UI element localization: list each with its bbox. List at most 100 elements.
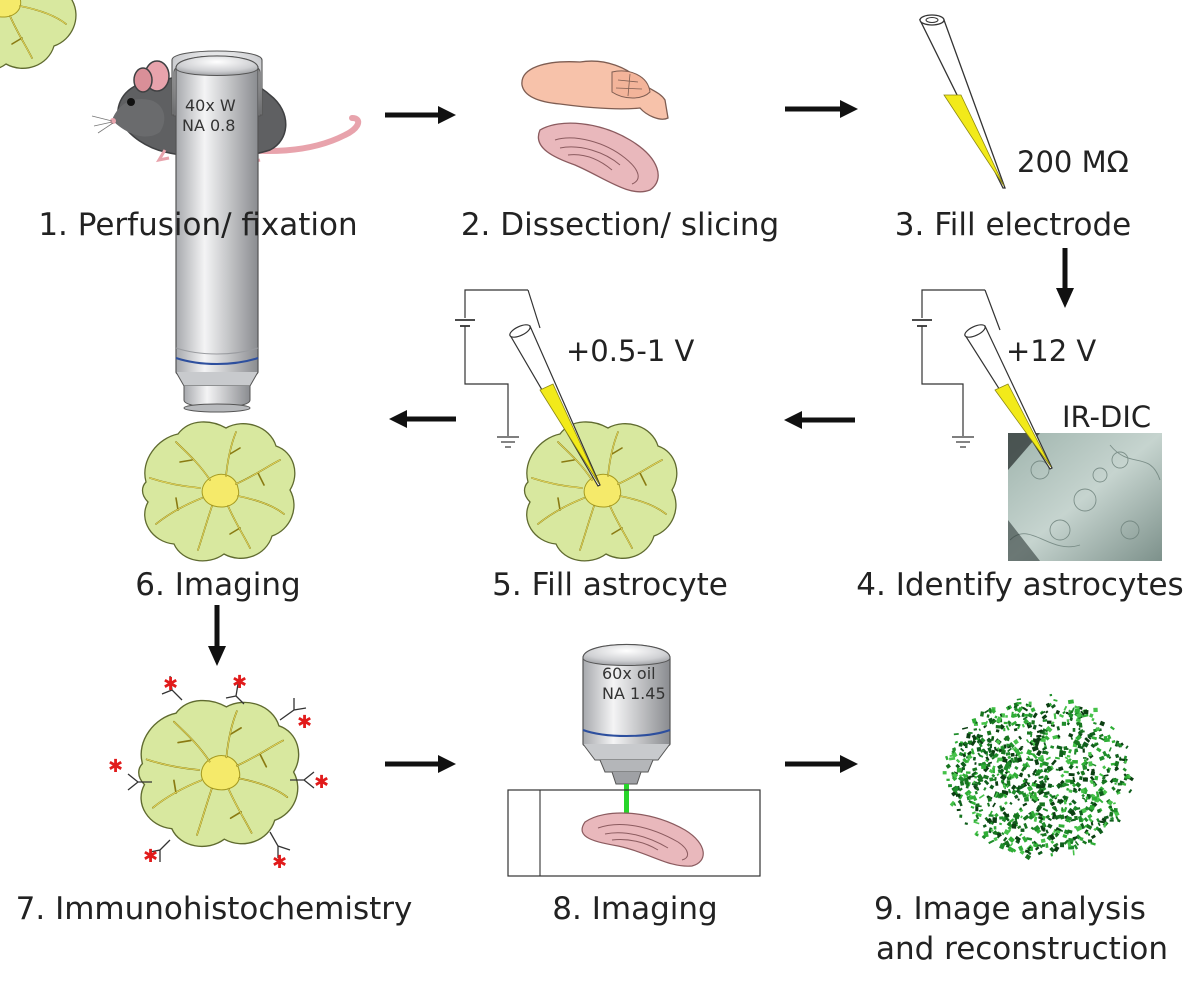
objective-60x-line2: NA 1.45 xyxy=(602,684,666,703)
reconstruction-voxel xyxy=(1073,844,1079,850)
reconstruction-voxel xyxy=(1075,734,1082,742)
reconstruction-voxel xyxy=(1045,725,1053,733)
reconstruction-voxel xyxy=(967,750,972,756)
reconstruction-voxel xyxy=(1066,818,1071,823)
reconstruction-voxel xyxy=(953,802,957,807)
reconstruction-voxel xyxy=(1084,761,1089,766)
reconstruction-voxel xyxy=(1045,756,1051,761)
reconstruction-voxel xyxy=(996,832,1002,838)
reconstruction-voxel xyxy=(967,792,972,798)
reconstruction-voxel xyxy=(1088,817,1093,823)
reconstruction-voxel xyxy=(987,747,993,754)
reconstruction-voxel xyxy=(988,707,992,714)
reconstruction-voxel xyxy=(991,773,996,778)
reconstruction-voxel xyxy=(1024,849,1030,854)
reconstruction-voxel xyxy=(1107,799,1114,806)
reconstruction-voxel xyxy=(995,716,1003,724)
reconstruction-voxel xyxy=(1114,760,1120,767)
reconstruction-voxel xyxy=(1115,753,1120,759)
reconstruction-voxel xyxy=(1041,714,1048,720)
reconstruction-voxel xyxy=(1121,782,1127,786)
reconstruction-voxel xyxy=(1026,757,1031,761)
reconstruction-voxel xyxy=(1074,705,1080,710)
reconstruction-voxel xyxy=(972,756,976,761)
reconstruction-voxel xyxy=(1110,808,1115,813)
reconstruction-voxel xyxy=(945,755,949,761)
reconstruction-voxel xyxy=(1090,821,1094,826)
reconstruction-voxel xyxy=(1045,702,1051,708)
reconstruction-voxel xyxy=(1096,747,1102,753)
reconstruction-voxel xyxy=(1082,757,1087,759)
reconstruction-voxel xyxy=(999,816,1004,820)
reconstruction-voxel xyxy=(1069,779,1075,785)
reconstruction-voxel xyxy=(1002,836,1008,842)
microscope-slide xyxy=(507,789,761,877)
reconstruction-voxel xyxy=(1075,834,1081,840)
reconstruction-voxel xyxy=(1083,759,1087,762)
reconstruction-voxel xyxy=(974,830,979,836)
reconstruction-voxel xyxy=(1116,741,1123,748)
reconstruction-voxel xyxy=(1091,717,1095,722)
reconstruction-voxel xyxy=(949,800,956,807)
reconstruction-voxel xyxy=(1051,795,1056,798)
reconstruction-voxel xyxy=(1030,790,1035,795)
reconstruction-voxel xyxy=(1087,806,1095,813)
reconstruction-voxel xyxy=(1016,706,1023,713)
reconstruction-voxel xyxy=(1032,768,1038,774)
reconstruction-voxel xyxy=(959,780,965,786)
reconstruction-voxel xyxy=(1075,765,1079,769)
reconstruction-voxel xyxy=(980,711,985,717)
reconstruction-voxel xyxy=(1038,775,1044,780)
reconstruction-voxel xyxy=(1018,772,1024,778)
reconstruction-voxel xyxy=(1016,698,1022,701)
reconstruction-voxel xyxy=(1051,805,1056,810)
step-6-label: 6. Imaging xyxy=(135,567,301,603)
reconstruction-voxel xyxy=(1089,713,1094,718)
reconstruction-voxel xyxy=(971,811,976,815)
reconstruction-voxel xyxy=(1031,720,1035,725)
reconstruction-voxel xyxy=(991,737,994,740)
reconstruction-voxel xyxy=(1021,836,1028,843)
reconstruction-voxel xyxy=(1063,799,1067,805)
reconstruction-voxel xyxy=(1018,845,1024,852)
reconstruction-voxel xyxy=(1078,722,1083,728)
reconstruction-voxel xyxy=(1080,710,1085,716)
reconstruction-voxel xyxy=(1043,768,1048,773)
step-9-label: 9. Image analysis xyxy=(874,891,1146,927)
reconstruction-voxel xyxy=(1094,775,1099,781)
reconstruction-voxel xyxy=(1023,718,1029,725)
reconstruction-voxel xyxy=(1017,825,1022,830)
arrow-5-to-6 xyxy=(389,410,456,428)
reconstruction-voxel xyxy=(1023,796,1030,802)
flow-arrows xyxy=(208,100,1074,773)
reconstruction-voxel xyxy=(958,742,963,747)
reconstruction-voxel xyxy=(1069,717,1074,722)
reconstruction-voxel xyxy=(1076,771,1081,775)
reconstruction-voxel xyxy=(1072,776,1076,783)
circuit-step4 xyxy=(912,289,1001,448)
reconstruction-voxel xyxy=(1112,777,1119,783)
reconstruction-voxel xyxy=(967,740,973,744)
reconstruction-voxel xyxy=(1093,828,1097,832)
reconstruction-voxel xyxy=(962,726,969,730)
arrow-4-to-5 xyxy=(784,411,855,429)
reconstruction-voxel xyxy=(972,780,976,785)
reconstruction-voxel xyxy=(964,822,969,826)
reconstruction-voxel xyxy=(1043,791,1050,796)
reconstruction-voxel xyxy=(1098,755,1105,761)
reconstruction-voxel xyxy=(1012,747,1014,750)
reconstruction-voxel xyxy=(1075,781,1082,788)
reconstruction-voxel xyxy=(1001,832,1005,836)
reconstruction-voxel xyxy=(1030,795,1037,801)
reconstruction-voxel xyxy=(1078,728,1081,730)
reconstruction-voxel xyxy=(1001,815,1008,823)
reconstruction-voxel xyxy=(958,751,964,757)
reconstruction-voxel xyxy=(1082,840,1088,845)
reconstruction-voxel xyxy=(1067,841,1072,848)
reconstruction-voxel xyxy=(1083,817,1089,823)
reconstruction-voxel xyxy=(1103,815,1109,820)
reconstruction-voxel xyxy=(1109,819,1114,822)
reconstruction-voxel xyxy=(979,748,985,753)
reconstruction-voxel xyxy=(1025,781,1031,787)
reconstruction-voxel xyxy=(1048,702,1053,707)
